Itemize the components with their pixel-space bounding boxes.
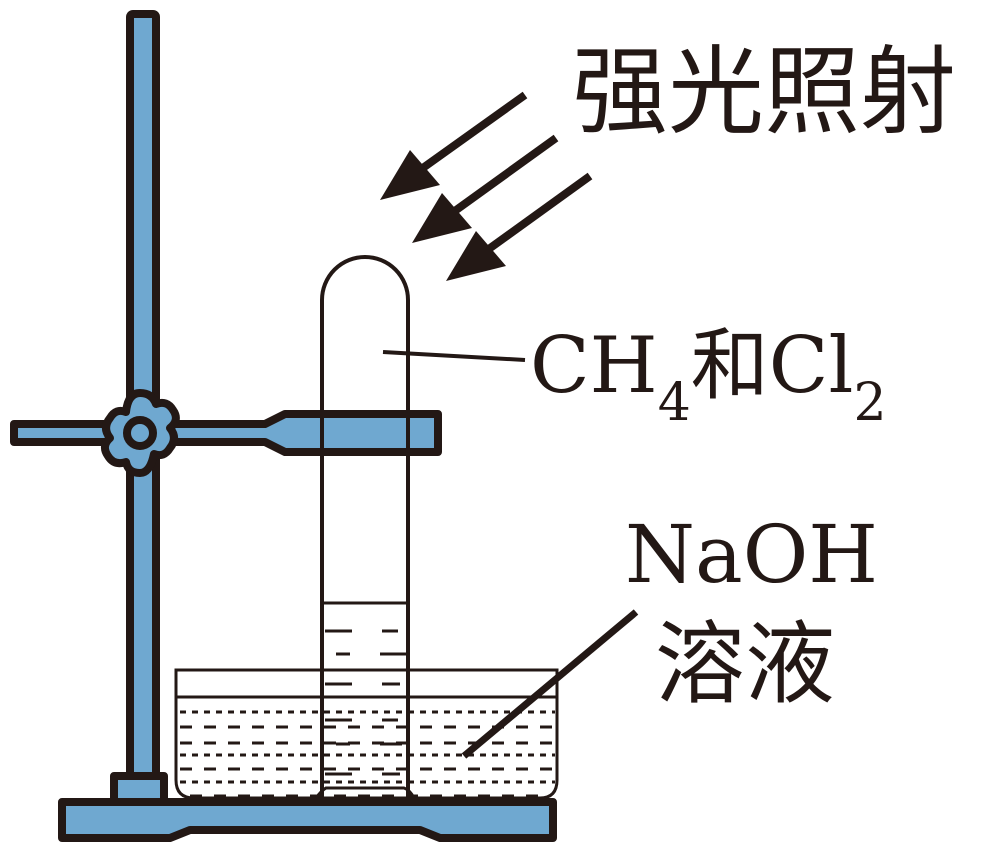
liquid-dashes <box>180 710 555 798</box>
stand-base <box>58 798 557 842</box>
tube-outline <box>320 255 410 798</box>
solution-label-line2: 溶液 <box>655 612 835 717</box>
arrow-icon <box>380 91 528 200</box>
solution-leader-line <box>461 609 639 759</box>
tube-liquid-dashes <box>325 629 408 776</box>
light-arrows <box>380 91 593 281</box>
trough <box>174 668 559 800</box>
arrow-icon <box>412 134 559 243</box>
tube-mouth <box>314 786 416 799</box>
test-tube <box>314 255 416 799</box>
light-label: 强光照射 <box>572 36 956 148</box>
gas-leader-line <box>382 350 526 362</box>
gas-label: CH4和Cl2 <box>530 321 887 433</box>
knob-center <box>123 416 157 450</box>
ring-stand <box>10 10 557 842</box>
clamp-arm <box>10 410 442 456</box>
trough-outline <box>174 668 559 800</box>
arrow-icon <box>446 172 593 281</box>
solution-label-line1: NaOH <box>625 508 878 601</box>
